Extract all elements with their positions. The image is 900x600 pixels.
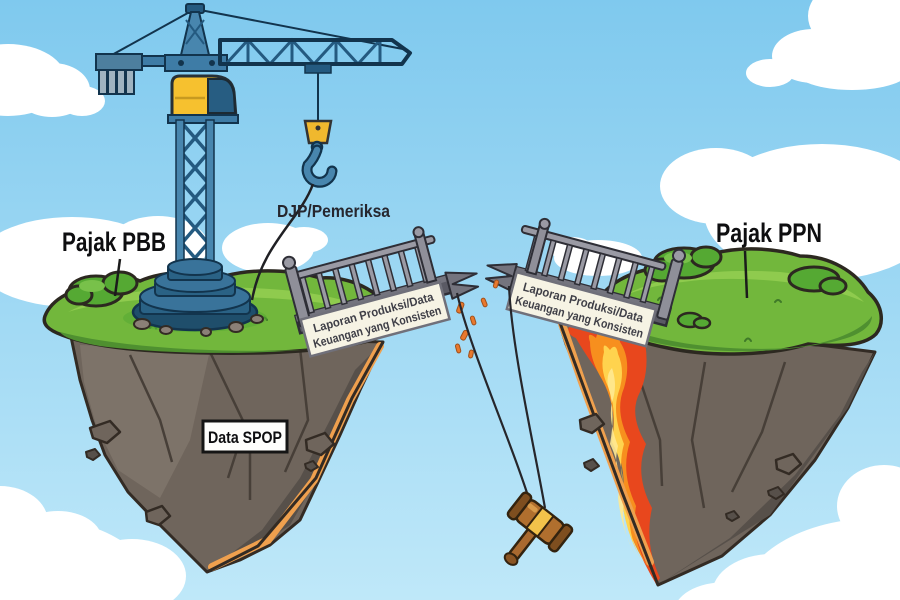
pajak-ppn-leader-line (743, 250, 749, 299)
gavel-band (525, 506, 555, 538)
counterweight-top (95, 53, 143, 71)
tower-rail (175, 119, 185, 277)
pajak-pbb-leader-line (113, 258, 122, 297)
bridge-banner (505, 270, 658, 348)
lava-core (607, 368, 636, 556)
right-island-facets (638, 361, 787, 509)
pulley-bolt (315, 125, 321, 131)
data-spop-label: Data SPOP (208, 429, 282, 447)
broken-bridge-icon-right: Laporan Produksi/Data Keuangan yang Kons… (485, 217, 686, 348)
bridge-mid-knob (412, 226, 425, 239)
cloud-icon (0, 44, 105, 117)
left-island-edge-outline (206, 341, 385, 574)
bridge-rail (520, 224, 667, 271)
tower-rail (205, 119, 215, 277)
slewing-unit (164, 54, 228, 72)
floating-rocks (85, 412, 803, 527)
right-island-grass-rim (606, 316, 872, 352)
bush (676, 311, 712, 330)
left-island-rock-light (80, 345, 210, 498)
right-island-edge-outline (554, 311, 660, 586)
cloud-icon (746, 0, 900, 90)
cloud-icon (678, 465, 900, 600)
labels: Pajak PBB Pajak PPN DJP/Pemeriksa (62, 201, 822, 299)
pajak-pbb-label: Pajak PBB (62, 227, 166, 257)
crane-jib (218, 37, 412, 67)
bridge-banner (299, 280, 452, 358)
gavel-handle-knob (503, 552, 519, 566)
cab-window (207, 78, 237, 114)
bridge-end-knob (671, 248, 686, 263)
bridge-break-jagged (485, 263, 518, 292)
crane-cables (109, 8, 409, 57)
gavel-highlight (527, 503, 538, 513)
djp-pemeriksa-label: DJP/Pemeriksa (277, 201, 390, 221)
crane-hook-icon (301, 140, 338, 188)
tower-crane-icon (95, 3, 412, 337)
lava-yellow (602, 345, 644, 564)
data-spop-box: Data SPOP (201, 419, 289, 454)
crane-tower (175, 119, 215, 277)
cab-base (167, 114, 239, 124)
gavel-cap (547, 523, 574, 553)
bush (787, 265, 848, 296)
bridge-break-jagged (444, 271, 480, 300)
bridge-end-knob (282, 255, 297, 270)
cloud-icon (660, 144, 900, 280)
jib-lattice (224, 37, 382, 67)
gavel-icon (503, 491, 574, 566)
gavel-cap (506, 491, 533, 521)
cloud-icon (0, 486, 186, 600)
bolt (178, 60, 184, 66)
gavel-rope (507, 285, 547, 509)
bush-highlight (79, 280, 105, 292)
pajak-ppn-label: Pajak PPN (716, 218, 822, 248)
pulley-block (303, 119, 333, 145)
bridge-mid-knob (538, 217, 551, 230)
gavel-rope (455, 292, 535, 513)
jib-chords (218, 38, 412, 66)
bolt (209, 60, 215, 66)
crane-pedestal (123, 258, 267, 337)
hook-rope-to-island (250, 183, 315, 301)
base-stones (133, 314, 264, 337)
bridge-balusters (299, 245, 430, 315)
jib-trolley (304, 63, 332, 74)
crane-apex-brace (185, 19, 205, 45)
counterweight-slabs (98, 69, 135, 95)
